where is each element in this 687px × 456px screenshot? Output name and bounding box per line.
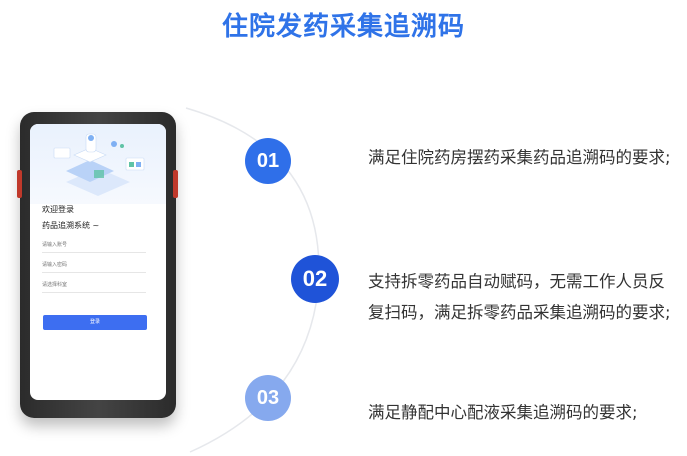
department-select[interactable] <box>42 278 146 293</box>
password-input[interactable] <box>42 258 146 273</box>
phone-screen: 欢迎登录 药品追溯系统 ~ 登录 <box>30 124 166 400</box>
hero-illustration <box>30 124 166 204</box>
phone-side-button <box>173 170 178 198</box>
step-number-03: 03 <box>245 375 291 421</box>
isometric-illustration <box>53 133 145 196</box>
phone-mockup: 欢迎登录 药品追溯系统 ~ 登录 <box>17 112 178 418</box>
step-number-01: 01 <box>245 138 291 184</box>
account-input[interactable] <box>42 238 146 253</box>
step-description-02: 支持拆零药品自动赋码，无需工作人员反复扫码，满足拆零药品采集追溯码的要求; <box>368 272 671 322</box>
welcome-text: 欢迎登录 <box>42 205 74 214</box>
page-title: 住院发药采集追溯码 <box>221 12 465 42</box>
login-button[interactable]: 登录 <box>43 315 147 330</box>
step-description-01: 满足住院药房摆药采集药品追溯码的要求; <box>368 148 671 167</box>
step-number-02: 02 <box>291 255 339 303</box>
system-name: 药品追溯系统 ~ <box>42 221 100 230</box>
phone-side-button <box>17 170 22 198</box>
step-description-03: 满足静配中心配液采集追溯码的要求; <box>368 403 638 422</box>
